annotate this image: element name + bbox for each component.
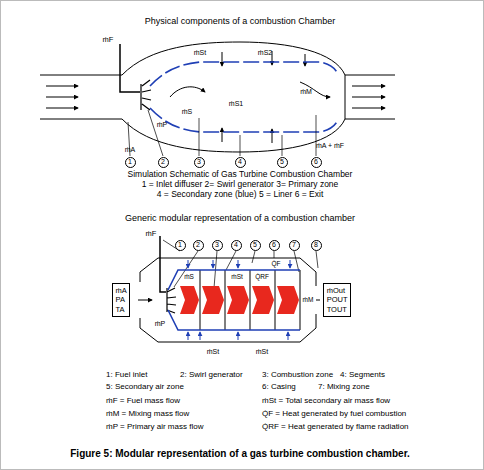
flow-label: ṁA <box>125 146 136 154</box>
legend-text: 5: Secondary air zone <box>106 383 184 392</box>
flow-label: ṁF <box>103 36 114 44</box>
callout-number: 4 <box>235 157 246 168</box>
flow-label: ṁM <box>300 88 312 96</box>
flow-label: ṁF <box>146 230 157 238</box>
legend-text: 2: Swirl generator <box>180 371 243 380</box>
condition-box: ṁOut POUT TOUT <box>323 283 352 317</box>
flame-arrows <box>180 286 299 314</box>
callout-number: 2 <box>158 157 169 168</box>
flow-label: ṁP <box>155 320 166 328</box>
liner <box>168 270 300 330</box>
flow-label: Generic modular representation of a comb… <box>125 214 355 224</box>
callout-number: 5 <box>277 157 288 168</box>
flow-label: ṁS <box>184 273 194 280</box>
condition-box: ṁA PA TA <box>112 283 131 317</box>
legend-text: ṁF = Fuel mass flow <box>106 397 180 406</box>
flow-label: ṁSt <box>231 273 243 280</box>
figure-caption: Figure 5: Modular representation of a ga… <box>70 448 410 459</box>
callout-number: 4 <box>231 240 242 251</box>
flow-label: ṁA + ṁF <box>316 142 344 150</box>
callout-number: 1 <box>125 157 136 168</box>
legend-text: 7: Mixing zone <box>318 383 370 392</box>
legend-text: Q̇F = Heat generated by fuel combustion <box>262 410 406 419</box>
callout-number: 3 <box>194 157 205 168</box>
callout-number: 7 <box>289 240 300 251</box>
modular-drawing <box>138 236 320 342</box>
flow-label: ṁS <box>182 108 193 116</box>
legend-text: ṁSt = Total secondary air mass flow <box>262 397 390 406</box>
flow-label: Q̇F <box>271 260 280 267</box>
flow-label: ṁS1 <box>229 100 243 108</box>
legend-text: 6: Casing <box>262 383 296 392</box>
flow-label: Simulation Schematic of Gas Turbine Comb… <box>128 170 353 179</box>
legend-text: ṁP = Primary air mass flow <box>106 423 203 432</box>
legend-text: 3: Combustion zone <box>262 371 333 380</box>
callout-number: 6 <box>311 157 322 168</box>
flow-label: ṁS2 <box>258 49 272 57</box>
callout-number: 2 <box>193 240 204 251</box>
callout-number: 1 <box>175 240 186 251</box>
legend-text: ṁM = Mixing mass flow <box>106 410 189 419</box>
condition-text: ṁOut POUT TOUT <box>327 286 348 314</box>
flow-label: ṁP <box>157 121 168 129</box>
flow-label: ṁSt <box>256 348 268 356</box>
secondary-air-arrows <box>188 260 290 340</box>
flow-label: Q̇RF <box>255 273 269 280</box>
flow-label: ṁSt <box>194 49 206 57</box>
callout-number: 3 <box>212 240 223 251</box>
flow-label: 4 = Secondary zone (blue) 5 = Liner 6 = … <box>157 190 324 199</box>
legend-text: 1: Fuel inlet <box>106 371 147 380</box>
flow-label: ṁM <box>303 296 314 303</box>
callout-number: 5 <box>250 240 261 251</box>
liner <box>150 62 338 132</box>
flow-label: ṁSt <box>207 348 219 356</box>
callout-number: 6 <box>269 240 280 251</box>
legend-text: 4: Segments <box>340 371 385 380</box>
figure-title: Physical components of a combustion Cham… <box>145 17 336 27</box>
combustor-drawing <box>40 42 395 152</box>
flow-label: 1 = Inlet diffuser 2= Swirl generator 3=… <box>142 180 339 189</box>
legend-text: Q̇RF = Heat generated by flame radiation <box>262 423 409 432</box>
callout-number: 8 <box>311 240 322 251</box>
condition-text: ṁA PA TA <box>116 286 127 314</box>
